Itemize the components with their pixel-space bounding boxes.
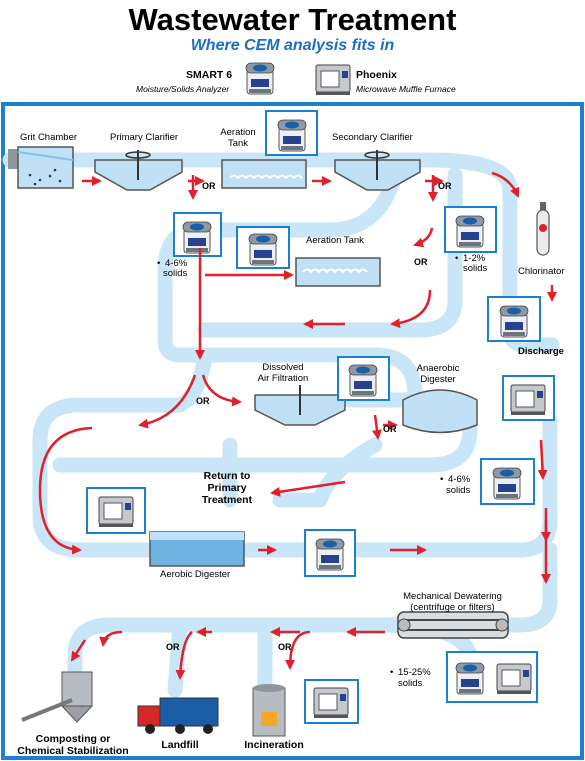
label-primary-clarifier: Primary Clarifier [110, 132, 179, 143]
or-label: OR [278, 642, 292, 652]
smart6-analyzer-icon [455, 215, 485, 248]
legend-phoenix-desc: Microwave Muffle Furnace [356, 84, 456, 94]
label-chlorinator: Chlorinator [518, 266, 565, 277]
solids-anaerobic-value: 4-6% [448, 474, 471, 485]
solids-primary-label: solids [163, 268, 188, 279]
smart6-analyzer-icon [455, 662, 485, 695]
bullet-anaerobic: • [440, 474, 444, 485]
phoenix-furnace-icon [510, 384, 546, 416]
phoenix-furnace-icon [313, 687, 349, 719]
bullet-primary: • [157, 258, 161, 269]
label-daf-1: Dissolved [262, 362, 304, 373]
smart6-analyzer-icon [499, 305, 529, 338]
phoenix-legend-icon [315, 64, 351, 96]
solids-primary-value: 4-6% [165, 258, 188, 269]
phoenix-furnace-icon [496, 663, 532, 695]
label-anaerobic-1: Anaerobic [416, 363, 460, 374]
label-return-3: Treatment [201, 494, 253, 506]
primary-clarifier [94, 150, 183, 191]
page-subtitle: Where CEM analysis fits in [190, 37, 395, 54]
legend-smart6-desc: Moisture/Solids Analyzer [136, 84, 230, 94]
label-mechanical-dewatering-2: (centrifuge or filters) [410, 602, 495, 613]
page-title: Wastewater Treatment [128, 2, 457, 37]
bullet-secondary: • [455, 253, 459, 264]
chlorinator [536, 202, 550, 256]
diagram-frame [1, 102, 584, 760]
or-label: OR [383, 424, 397, 434]
silo-icon [21, 671, 94, 723]
smart6-analyzer-icon [315, 538, 345, 571]
or-label: OR [438, 181, 452, 191]
label-daf-2: Air Filtration [257, 373, 309, 384]
aeration-tank-top [221, 159, 307, 189]
smart6-analyzer-icon [492, 467, 522, 500]
label-return-2: Primary [207, 482, 247, 494]
label-discharge: Discharge [518, 346, 564, 357]
secondary-clarifier [334, 150, 421, 191]
label-aerobic-digester: Aerobic Digester [160, 569, 231, 580]
or-label: OR [196, 396, 210, 406]
label-anaerobic-2: Digester [420, 374, 456, 385]
legend-smart6-name: SMART 6 [186, 69, 233, 81]
solids-dewater-value: 15-25% [398, 667, 431, 678]
dissolved-air-filtration-unit [254, 385, 346, 426]
label-composting-1: Composting or [35, 733, 111, 745]
anaerobic-digester [402, 389, 478, 434]
solids-anaerobic-label: solids [446, 485, 471, 496]
label-composting-2: Chemical Stabilization [17, 745, 129, 757]
smart6-legend-icon [245, 62, 275, 95]
truck-icon [137, 697, 219, 734]
mechanical-dewatering [397, 611, 509, 639]
solids-dewater-label: solids [398, 678, 423, 689]
smart6-analyzer-icon [248, 233, 278, 266]
label-aeration-tank-top-1: Aeration [220, 127, 256, 138]
label-landfill: Landfill [161, 739, 199, 751]
aeration-tank-middle [295, 257, 381, 287]
smart6-analyzer-icon [348, 364, 378, 397]
label-return-1: Return to [203, 470, 251, 482]
smart6-analyzer-icon [277, 119, 307, 152]
label-grit-chamber: Grit Chamber [20, 132, 78, 143]
or-label: OR [166, 642, 180, 652]
bullet-dewater: • [390, 667, 394, 678]
solids-secondary-value: 1-2% [463, 253, 486, 264]
incinerator-icon [252, 684, 286, 737]
or-label: OR [414, 257, 428, 267]
label-mechanical-dewatering-1: Mechanical Dewatering [403, 591, 502, 602]
label-aeration-tank-top-2: Tank [227, 138, 249, 149]
label-secondary-clarifier: Secondary Clarifier [332, 132, 413, 143]
smart6-analyzer-icon [182, 221, 212, 254]
or-label: OR [202, 181, 216, 191]
phoenix-furnace-icon [98, 496, 134, 528]
solids-secondary-label: solids [463, 263, 488, 274]
legend-phoenix-name: Phoenix [356, 69, 397, 81]
label-incineration: Incineration [244, 739, 304, 751]
label-aeration-tank-middle: Aeration Tank [306, 235, 364, 246]
flow-arrows [38, 171, 557, 680]
grit-chamber [8, 146, 74, 189]
aerobic-digester [149, 531, 245, 567]
